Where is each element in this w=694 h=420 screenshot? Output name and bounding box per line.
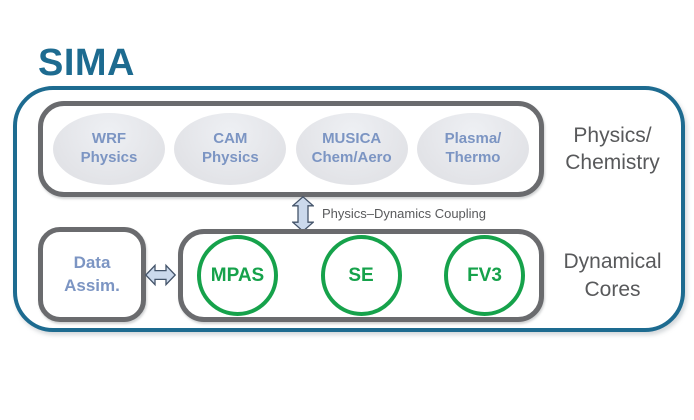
module-label-line: MUSICA [322, 130, 382, 148]
core-label: SE [348, 264, 374, 286]
physics-dynamics-coupling-arrow-icon [292, 196, 314, 232]
physics-chemistry-label: Physics/ Chemistry [544, 101, 681, 197]
module-cam-physics: CAM Physics [174, 113, 287, 185]
core-se: SE [320, 235, 402, 316]
sima-outer-frame: WRF Physics CAM Physics MUSICA Chem/Aero… [13, 86, 685, 332]
side-label-line: Cores [584, 277, 641, 301]
core-mpas: MPAS [197, 235, 278, 316]
module-label-line: WRF [91, 130, 127, 148]
data-assim-box: Data Assim. [38, 227, 146, 322]
module-musica-chem-aero: MUSICA Chem/Aero [295, 113, 408, 185]
physics-dynamics-coupling-label: Physics–Dynamics Coupling [322, 206, 487, 221]
core-fv3: FV3 [444, 235, 525, 316]
diagram-title: SIMA [38, 42, 135, 84]
data-assim-arrow-icon [145, 263, 176, 287]
side-label-line: Dynamical [563, 250, 662, 274]
module-label-line: Plasma/ [444, 130, 502, 148]
physics-chemistry-box: WRF Physics CAM Physics MUSICA Chem/Aero… [38, 101, 544, 197]
module-wrf-physics: WRF Physics [53, 113, 165, 185]
core-label: FV3 [467, 264, 502, 286]
module-label-line: Physics [201, 149, 259, 166]
module-label-line: CAM [213, 130, 248, 148]
core-label: MPAS [210, 264, 265, 286]
module-label-line: Chem/Aero [311, 149, 392, 166]
side-label-line: Chemistry [565, 151, 660, 174]
data-assim-label-line: Data [73, 252, 111, 272]
dynamical-cores-label: Dynamical Cores [544, 229, 681, 322]
side-label-line: Physics/ [573, 123, 652, 147]
data-assim-label-line: Assim. [64, 275, 120, 295]
module-label-line: Thermo [445, 149, 501, 166]
module-label-line: Physics [80, 149, 138, 166]
dynamical-cores-box: MPAS SE FV3 [178, 229, 544, 322]
module-plasma-thermo: Plasma/ Thermo [416, 113, 529, 185]
